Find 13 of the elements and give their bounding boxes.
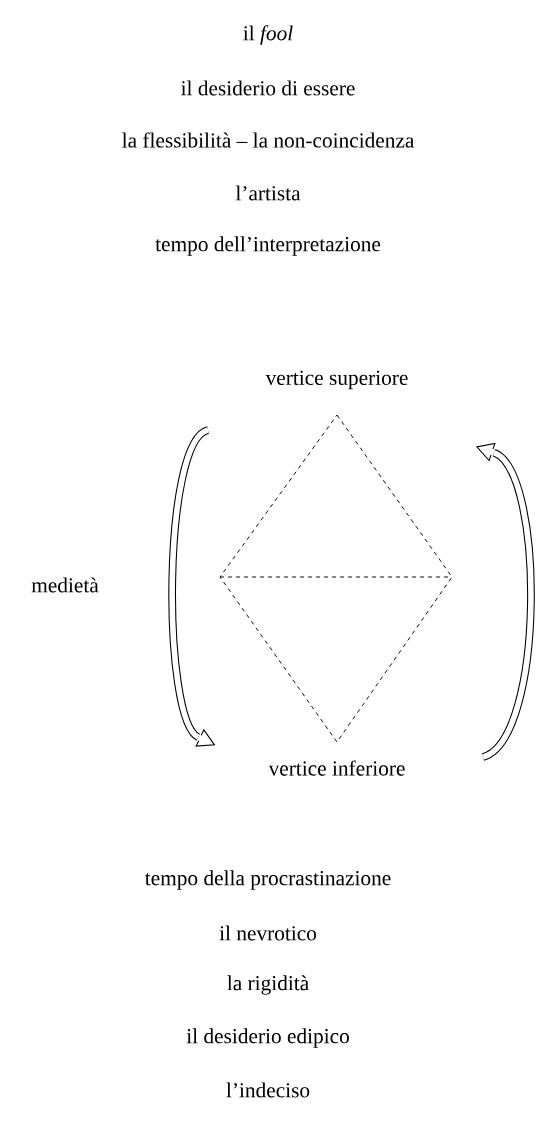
text-line: tempo dell’interpretazione xyxy=(155,236,381,256)
vertex-label: vertice superiore xyxy=(265,370,408,390)
text-line: l’indeciso xyxy=(226,1082,310,1098)
vertex-label: vertice inferiore xyxy=(268,760,405,776)
text-line: il desiderio edipico xyxy=(186,1028,349,1048)
text-line: tempo della procrastinazione xyxy=(145,870,391,890)
side-label: medietà xyxy=(31,577,99,593)
text-line: la rigidità xyxy=(227,975,309,995)
text-line: il desiderio di essere xyxy=(181,80,355,96)
text-line: il fool xyxy=(243,25,293,45)
text-line: la flessibilità – la non-coincidenza xyxy=(122,132,415,148)
text-line: il nevrotico xyxy=(219,925,317,941)
text-line: l’artista xyxy=(235,185,301,201)
